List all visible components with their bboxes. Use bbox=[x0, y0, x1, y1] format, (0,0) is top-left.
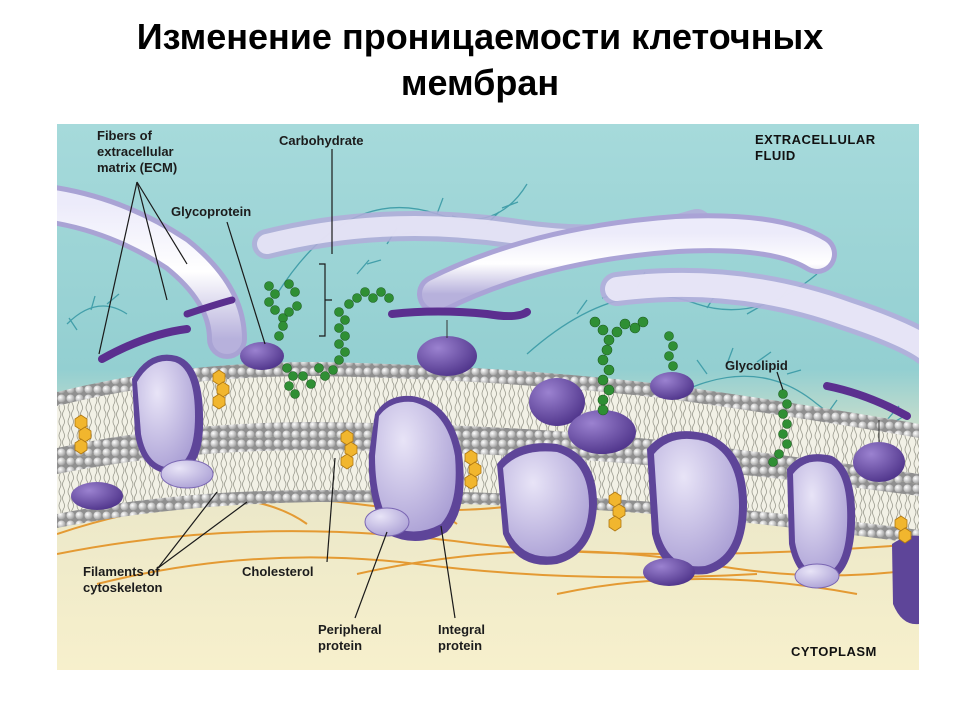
integral-protein bbox=[497, 443, 597, 565]
integral-label-line1: Integral bbox=[438, 622, 485, 637]
integral-proteins bbox=[132, 354, 919, 625]
integral-protein bbox=[364, 395, 464, 542]
filaments-label-line2: cytoskeleton bbox=[83, 580, 163, 595]
carbohydrate-chain bbox=[589, 316, 649, 416]
extracellular-label-line1: EXTRACELLULAR bbox=[755, 132, 876, 147]
peripheral-label-line2: protein bbox=[318, 638, 362, 653]
cytoplasm-label: CYTOPLASM bbox=[791, 644, 877, 659]
leader-lines bbox=[98, 149, 784, 619]
filaments-label-line1: Filaments of bbox=[83, 564, 160, 579]
slide-title: Изменение проницаемости клеточных мембра… bbox=[0, 14, 960, 106]
integral-protein bbox=[647, 431, 747, 575]
cholesterol-molecule bbox=[894, 515, 912, 544]
membrane-diagram: EXTRACELLULAR FLUID CYTOPLASM Fibers of … bbox=[57, 124, 919, 670]
ecm-label-line3: matrix (ECM) bbox=[97, 160, 177, 175]
glycolipid-label: Glycolipid bbox=[725, 358, 788, 373]
ecm-label-line1: Fibers of bbox=[97, 128, 153, 143]
carbohydrate-chain bbox=[314, 363, 338, 381]
cholesterol-molecule bbox=[74, 414, 92, 455]
title-line-1: Изменение проницаемости клеточных bbox=[136, 16, 824, 57]
peripheral-label-line1: Peripheral bbox=[318, 622, 382, 637]
integral-protein bbox=[892, 535, 919, 625]
integral-label-line2: protein bbox=[438, 638, 482, 653]
surface-glycoconjugates bbox=[98, 296, 911, 442]
membrane-illustration: EXTRACELLULAR FLUID CYTOPLASM Fibers of … bbox=[57, 124, 919, 670]
cholesterol-molecule bbox=[340, 429, 358, 470]
carbohydrate-chains bbox=[264, 279, 792, 467]
peripheral-proteins bbox=[71, 336, 905, 586]
extracellular-label-line2: FLUID bbox=[755, 148, 796, 163]
carbohydrate-label: Carbohydrate bbox=[279, 133, 364, 148]
cholesterol-molecule bbox=[212, 369, 230, 410]
cholesterol-label: Cholesterol bbox=[242, 564, 314, 579]
carbohydrate-chain bbox=[264, 279, 302, 341]
ecm-fibers bbox=[57, 185, 919, 364]
cholesterol-molecule bbox=[608, 491, 626, 532]
title-line-2: мембран bbox=[400, 62, 560, 103]
carbohydrate-chain bbox=[282, 363, 316, 399]
cholesterol-molecules bbox=[74, 369, 912, 544]
carbohydrate-chain bbox=[768, 389, 792, 467]
ecm-label-line2: extracellular bbox=[97, 144, 174, 159]
cholesterol-molecule bbox=[464, 449, 482, 490]
integral-protein bbox=[132, 354, 214, 489]
carbohydrate-chain bbox=[664, 331, 678, 371]
integral-protein bbox=[787, 454, 856, 589]
glycoprotein-label: Glycoprotein bbox=[171, 204, 251, 219]
carbohydrate-chain bbox=[334, 287, 394, 365]
